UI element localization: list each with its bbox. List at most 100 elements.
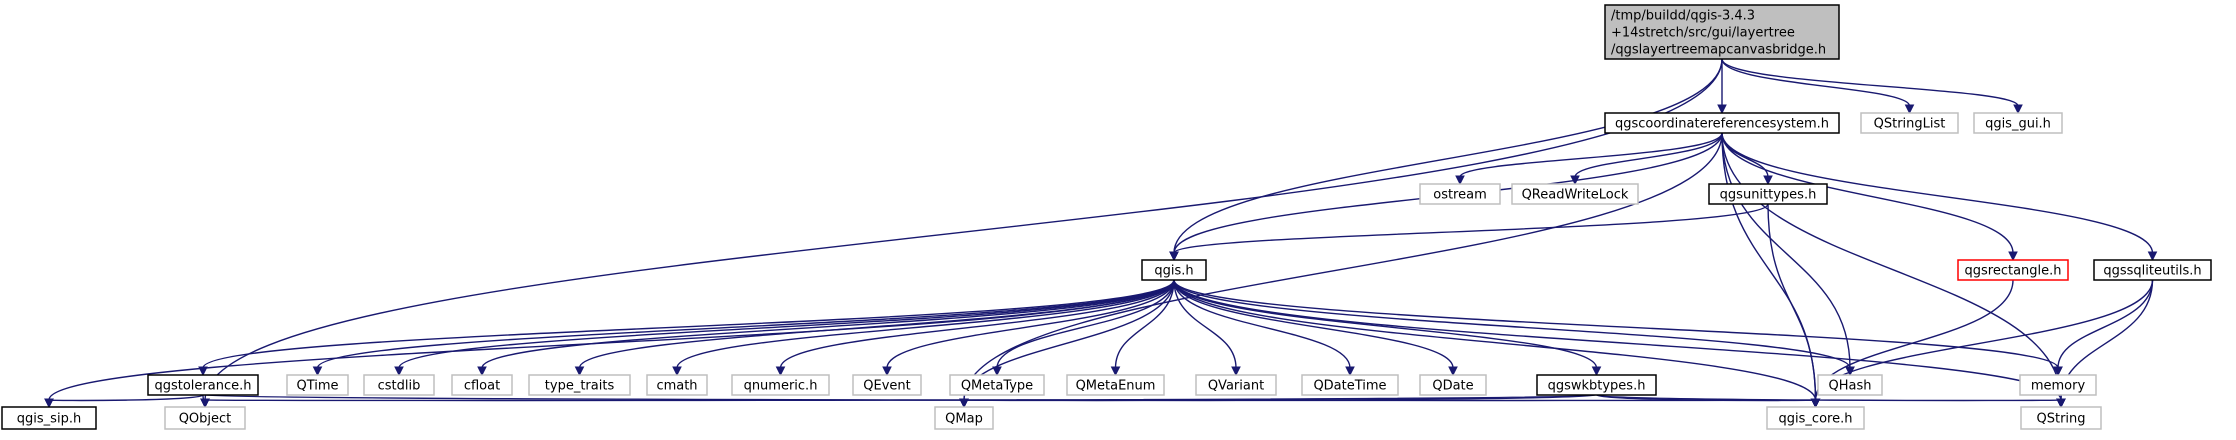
edge-qgis-to-qdate — [1173, 279, 1458, 377]
node-qreadwritelock: QReadWriteLock — [1511, 183, 1639, 205]
node-label: QHash — [1829, 379, 1872, 394]
node-qmap: QMap — [934, 406, 994, 430]
node-crs[interactable]: qgscoordinatereferencesystem.h — [1604, 112, 1840, 134]
node-box — [1419, 183, 1501, 205]
node-box — [1066, 374, 1165, 396]
node-box — [164, 406, 246, 430]
node-cstdlib: cstdlib — [363, 374, 435, 396]
node-box — [731, 374, 830, 396]
node-label: +14stretch/src/gui/layertree — [1611, 26, 1795, 41]
edge-qgis-to-cmath — [672, 279, 1175, 377]
node-root[interactable]: /tmp/buildd/qgis-3.4.3+14stretch/src/gui… — [1604, 4, 1840, 60]
node-box — [363, 374, 435, 396]
node-label: qgis_gui.h — [1985, 117, 2051, 132]
node-box — [1301, 374, 1399, 396]
node-label: qgis_core.h — [1779, 412, 1853, 427]
edge-qgis-to-qtime — [312, 279, 1175, 377]
edge-qgis-to-qdatetime — [1173, 279, 1355, 377]
node-box — [1604, 4, 1840, 60]
edge-qgis-to-cfloat — [477, 279, 1175, 377]
node-unittypes[interactable]: qgsunittypes.h — [1708, 183, 1828, 205]
node-box — [2020, 406, 2102, 430]
edge-crs-to-ostream — [1455, 132, 1723, 186]
node-label: QMetaEnum — [1076, 379, 1156, 394]
node-label: qgis.h — [1154, 264, 1193, 279]
edge-crs-to-qmap — [959, 132, 1723, 409]
edge-wkbtypes-to-qobject — [200, 394, 1598, 409]
node-qobject: QObject — [164, 406, 246, 430]
edge-qgis-to-memory — [1173, 279, 2063, 377]
edge-qgis-to-cstdlib — [394, 279, 1175, 377]
edge-unittypes-to-qgis — [1169, 203, 1769, 262]
node-qvariant: QVariant — [1195, 374, 1277, 396]
node-label: qgswkbtypes.h — [1548, 379, 1646, 394]
node-qgis_gui: qgis_gui.h — [1973, 112, 2063, 134]
node-tolerance[interactable]: qgstolerance.h — [147, 374, 259, 396]
node-qevent: QEvent — [852, 374, 922, 396]
node-qdatetime: QDateTime — [1301, 374, 1399, 396]
node-label: QStringList — [1874, 117, 1946, 132]
node-label: QVariant — [1208, 379, 1264, 394]
node-label: QObject — [179, 412, 232, 427]
node-ostream: ostream — [1419, 183, 1501, 205]
node-box — [1708, 183, 1828, 205]
edge-qgis-to-qevent — [882, 279, 1175, 377]
edge-root-to-crs — [1717, 59, 1727, 115]
node-label: qgssqliteutils.h — [2103, 264, 2201, 279]
node-box — [949, 374, 1045, 396]
node-rectangle[interactable]: qgsrectangle.h — [1957, 259, 2069, 281]
edges-layer — [44, 58, 2158, 409]
node-qmetatype: QMetaType — [949, 374, 1045, 396]
node-box — [1957, 259, 2069, 281]
node-label: cstdlib — [378, 379, 421, 394]
node-label: memory — [2031, 379, 2086, 394]
node-cfloat: cfloat — [451, 374, 513, 396]
node-label: cfloat — [464, 379, 500, 394]
node-label: QEvent — [863, 379, 910, 394]
node-label: QDate — [1432, 379, 1473, 394]
node-label: QDateTime — [1313, 379, 1386, 394]
node-box — [1817, 374, 1883, 396]
node-label: qgsunittypes.h — [1720, 188, 1817, 203]
node-label: ostream — [1433, 188, 1487, 203]
node-qnumeric: qnumeric.h — [731, 374, 830, 396]
node-box — [286, 374, 349, 396]
edge-qgis-to-qmetaenum — [1110, 279, 1175, 377]
node-wkbtypes[interactable]: qgswkbtypes.h — [1536, 374, 1657, 396]
node-box — [451, 374, 513, 396]
node-box — [1195, 374, 1277, 396]
node-box — [1766, 406, 1865, 430]
edge-root-to-qstringlist — [1721, 58, 1915, 115]
edge-tolerance-to-qgis_sip — [44, 394, 204, 409]
edge-wkbtypes-to-qmap — [959, 394, 1598, 409]
node-memory: memory — [2019, 374, 2097, 396]
edge-qgis-to-wkbtypes — [1173, 279, 1602, 377]
edge-crs-to-rectangle — [1721, 132, 2018, 262]
node-qgis[interactable]: qgis.h — [1141, 259, 1207, 281]
node-box — [1973, 112, 2063, 134]
node-box — [1511, 183, 1639, 205]
node-box — [1, 406, 97, 430]
node-label: QMap — [945, 412, 983, 427]
node-label: QReadWriteLock — [1522, 188, 1629, 203]
node-box — [1536, 374, 1657, 396]
edge-qgis-to-qhash — [1173, 279, 1855, 377]
edge-crs-to-sqliteutils — [1721, 132, 2158, 262]
node-label: qnumeric.h — [744, 379, 818, 394]
node-qhash: QHash — [1817, 374, 1883, 396]
node-box — [2019, 374, 2097, 396]
edge-qgis-to-qvariant — [1173, 279, 1241, 377]
node-label: qgsrectangle.h — [1964, 264, 2061, 279]
node-sqliteutils[interactable]: qgssqliteutils.h — [2093, 259, 2212, 281]
node-cmath: cmath — [646, 374, 708, 396]
node-box — [1604, 112, 1840, 134]
node-qgis_core: qgis_core.h — [1766, 406, 1865, 430]
node-box — [1419, 374, 1487, 396]
edge-root-to-qgis_gui — [1721, 58, 2023, 115]
node-qstring: QString — [2020, 406, 2102, 430]
edge-sqliteutils-to-memory — [2053, 279, 2154, 377]
node-box — [1141, 259, 1207, 281]
node-qgis_sip[interactable]: qgis_sip.h — [1, 406, 97, 430]
node-label: qgstolerance.h — [154, 379, 251, 394]
